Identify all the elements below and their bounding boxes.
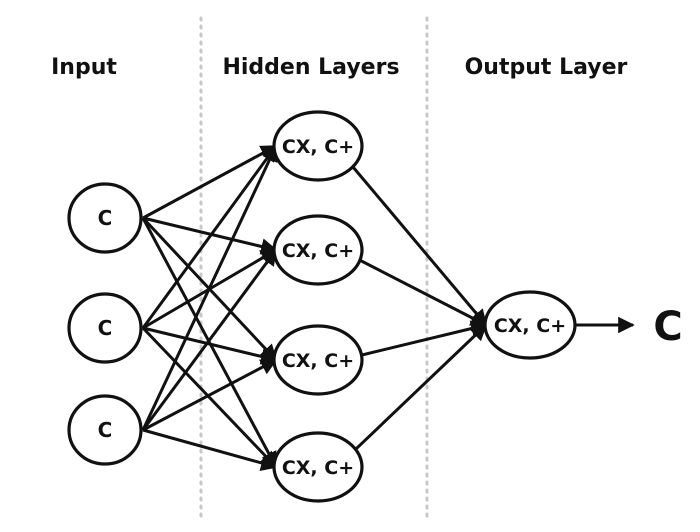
- input-node-1-label: C: [98, 206, 113, 230]
- edge-input-2-hidden-3: [142, 326, 278, 365]
- edge-hidden-4-output: [353, 323, 488, 452]
- hidden-node-1: CX, C+: [272, 110, 364, 182]
- input-node-2-shape: [67, 292, 143, 364]
- input-node-2: C: [67, 292, 143, 364]
- final-output-label: C: [653, 304, 682, 350]
- header-hidden-layers: Hidden Layers: [222, 55, 399, 80]
- output-node: CX, C+: [483, 290, 577, 360]
- hidden-node-3-label: CX, C+: [282, 350, 354, 372]
- edge-input-2-hidden-4: [141, 326, 278, 469]
- input-node-3-label: C: [98, 418, 113, 442]
- edge-hidden-1-output: [350, 164, 488, 327]
- edge-input-3-hidden-1: [141, 144, 278, 431]
- edges-group: [141, 144, 488, 471]
- nodes-group: C C C CX, C+ CX, C+ CX, C+ CX, C+ CX, C+: [67, 110, 577, 503]
- edge-hidden-2-output: [358, 258, 488, 327]
- edge-input-1-hidden-1: [142, 144, 278, 220]
- edge-input-1-hidden-2: [142, 216, 278, 255]
- header-output-layer: Output Layer: [465, 55, 628, 80]
- output-node-label: CX, C+: [494, 315, 566, 337]
- edge-input-2-hidden-1: [141, 144, 278, 329]
- hidden-node-4-label: CX, C+: [282, 457, 354, 479]
- hidden-node-3-shape: [272, 324, 364, 396]
- hidden-node-4: CX, C+: [272, 431, 364, 503]
- hidden-node-1-shape: [272, 110, 364, 182]
- input-node-3: C: [67, 394, 143, 466]
- edge-input-3-hidden-4: [142, 428, 278, 471]
- hidden-node-1-label: CX, C+: [282, 136, 354, 158]
- hidden-node-2-label: CX, C+: [282, 240, 354, 262]
- header-input: Input: [51, 55, 117, 80]
- hidden-node-2-shape: [272, 214, 364, 286]
- edge-input-3-hidden-2: [141, 248, 278, 431]
- edge-input-3-hidden-3: [142, 358, 278, 432]
- hidden-node-3: CX, C+: [272, 324, 364, 396]
- hidden-node-2: CX, C+: [272, 214, 364, 286]
- input-node-3-shape: [67, 394, 143, 466]
- hidden-node-4-shape: [272, 431, 364, 503]
- input-node-1-shape: [67, 182, 143, 254]
- edge-hidden-3-output: [361, 320, 488, 357]
- input-node-1: C: [67, 182, 143, 254]
- input-node-2-label: C: [98, 316, 113, 340]
